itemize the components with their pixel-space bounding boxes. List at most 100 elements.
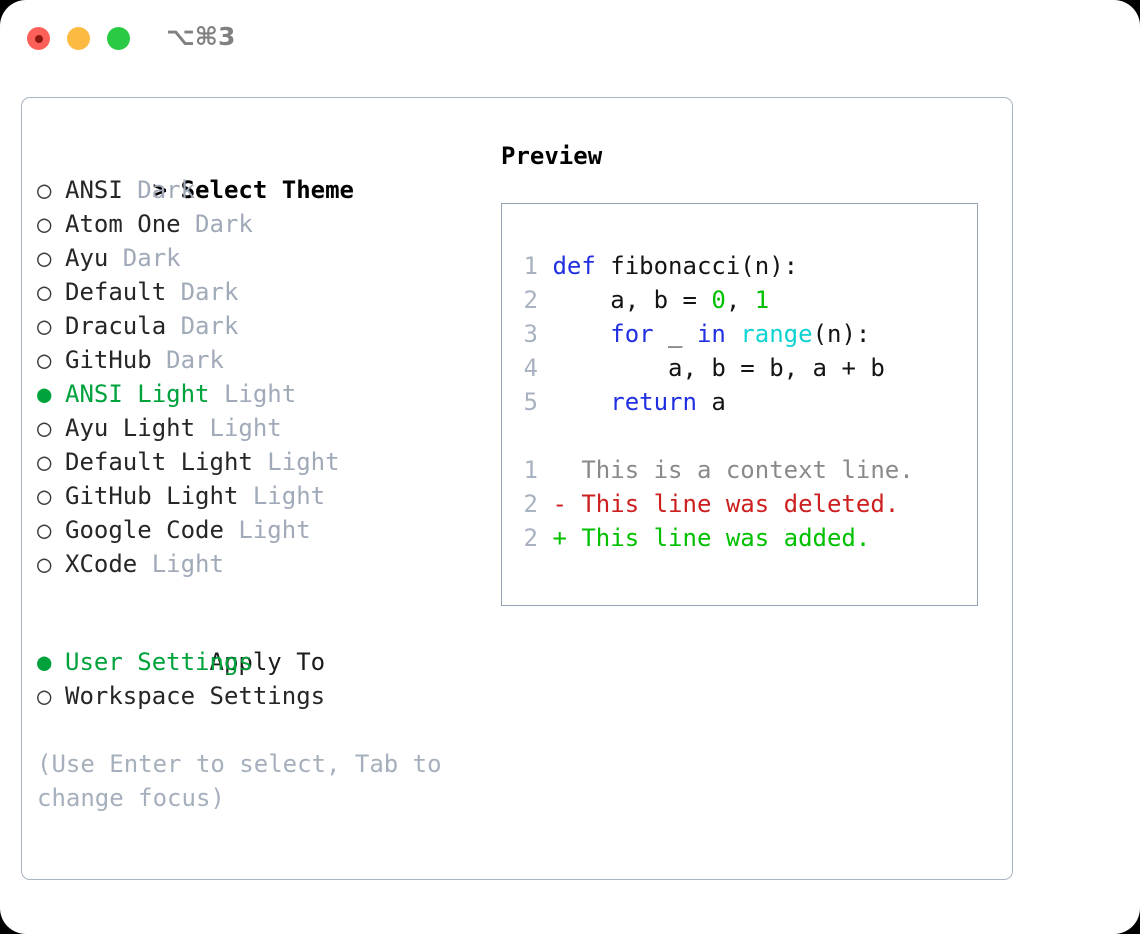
code-token: a [696,388,726,416]
diff-line: 1 This is a context line. [516,453,977,487]
theme-variant-label: Dark [166,278,239,306]
code-token: for [610,320,654,348]
radio-unselected-icon[interactable]: ○ [37,414,66,442]
code-token: a, b = b, a + b [552,354,885,382]
diff-line-text: - This line was deleted. [538,490,900,518]
apply-to-label: Workspace Settings [65,682,326,710]
radio-unselected-icon[interactable]: ○ [37,312,66,340]
code-token: 1 [754,286,770,314]
line-number: 2 [523,490,538,518]
radio-unselected-icon[interactable]: ○ [37,482,66,510]
close-button[interactable] [27,27,50,50]
code-token: , [725,286,755,314]
select-theme-header-label: Select Theme [180,176,354,204]
apply-to-header: Apply To [37,611,487,676]
title-bar: ⌥⌘3 [0,0,1140,78]
theme-list-item[interactable]: ○ ANSI Dark [37,173,487,207]
code-token: a, b = [552,286,712,314]
radio-unselected-icon[interactable]: ○ [37,550,66,578]
theme-name: Google Code [65,516,224,544]
minimize-button[interactable] [67,27,90,50]
diff-line-text: + This line was added. [538,524,871,552]
selection-caret-icon: > [152,176,182,204]
theme-name: Atom One [65,210,181,238]
maximize-button[interactable] [107,27,130,50]
radio-unselected-icon[interactable]: ○ [37,682,66,710]
line-number: 4 [523,354,538,382]
apply-to-item[interactable]: ○ Workspace Settings [37,679,487,713]
radio-selected-icon[interactable]: ● [37,380,66,408]
theme-name: GitHub Light [65,482,239,510]
theme-list-item[interactable]: ○ XCode Light [37,547,487,581]
radio-unselected-icon[interactable]: ○ [37,244,66,272]
shortcut-label: ⌥⌘3 [166,22,236,51]
theme-name: Default [65,278,167,306]
code-line: 3 for _ in range(n): [516,317,977,351]
line-number: 5 [523,388,538,416]
apply-to-list: ● User Settings○ Workspace Settings [37,645,487,713]
preview-title: Preview [501,142,603,170]
theme-list-item[interactable]: ○ Default Dark [37,275,487,309]
code-token: return [610,388,697,416]
theme-list-item[interactable]: ● ANSI Light Light [37,377,487,411]
radio-unselected-icon[interactable]: ○ [37,176,66,204]
theme-list-item[interactable]: ○ Default Light Light [37,445,487,479]
radio-unselected-icon[interactable]: ○ [37,210,66,238]
theme-variant-label: Dark [180,210,253,238]
theme-list-item[interactable]: ○ Atom One Dark [37,207,487,241]
line-number: 1 [523,456,538,484]
code-token [552,320,610,348]
theme-name: XCode [65,550,138,578]
preview-column: Preview 1 def fibonacci(n):2 a, b = 0, 1… [501,139,991,606]
theme-name: Ayu [65,244,109,272]
code-line: 4 a, b = b, a + b [516,351,977,385]
theme-variant-label: Dark [122,176,196,204]
apply-to-item[interactable]: ● User Settings [37,645,487,679]
theme-list-item[interactable]: ○ GitHub Light Light [37,479,487,513]
code-line: 5 return a [516,385,977,419]
diff-line: 2 + This line was added. [516,521,977,555]
theme-name: GitHub [65,346,152,374]
line-number: 2 [523,286,538,314]
theme-variant-label: Light [252,448,340,476]
apply-to-section: Apply To ● User Settings○ Workspace Sett… [37,611,487,713]
code-token [726,320,740,348]
theme-list-item[interactable]: ○ Ayu Dark [37,241,487,275]
code-line: 2 a, b = 0, 1 [516,283,977,317]
radio-unselected-icon[interactable]: ○ [37,448,66,476]
theme-list: ○ ANSI Dark○ Atom One Dark○ Ayu Dark○ De… [37,173,487,581]
code-token: (n): [812,320,871,348]
theme-variant-label: Light [195,414,282,442]
radio-selected-icon[interactable]: ● [37,648,66,676]
theme-name: Ayu Light [65,414,196,442]
code-line: 1 def fibonacci(n): [516,249,977,283]
code-token: _ [653,320,697,348]
code-token: def [552,252,596,280]
apply-to-header-label: Apply To [209,648,326,676]
line-number: 1 [523,252,538,280]
theme-name: ANSI Light [65,380,210,408]
radio-unselected-icon[interactable]: ○ [37,278,66,306]
line-number: 2 [523,524,538,552]
theme-name: Default Light [65,448,253,476]
theme-list-item[interactable]: ○ Ayu Light Light [37,411,487,445]
content-panel: > Select Theme ○ ANSI Dark○ Atom One Dar… [21,97,1013,880]
theme-list-item[interactable]: ○ Dracula Dark [37,309,487,343]
theme-selector-column: > Select Theme ○ ANSI Dark○ Atom One Dar… [37,139,487,815]
theme-list-item[interactable]: ○ Google Code Light [37,513,487,547]
theme-variant-label: Dark [108,244,181,272]
theme-variant-label: Dark [166,312,239,340]
code-token [552,388,610,416]
keyboard-hint: (Use Enter to select, Tab to change focu… [37,750,457,812]
theme-variant-label: Light [238,482,326,510]
radio-unselected-icon[interactable]: ○ [37,346,66,374]
radio-unselected-icon[interactable]: ○ [37,516,66,544]
theme-variant-label: Dark [151,346,224,374]
diff-line-text: This is a context line. [538,456,914,484]
code-token: fibonacci(n): [595,252,799,280]
theme-list-item[interactable]: ○ GitHub Dark [37,343,487,377]
line-number: 3 [523,320,538,348]
